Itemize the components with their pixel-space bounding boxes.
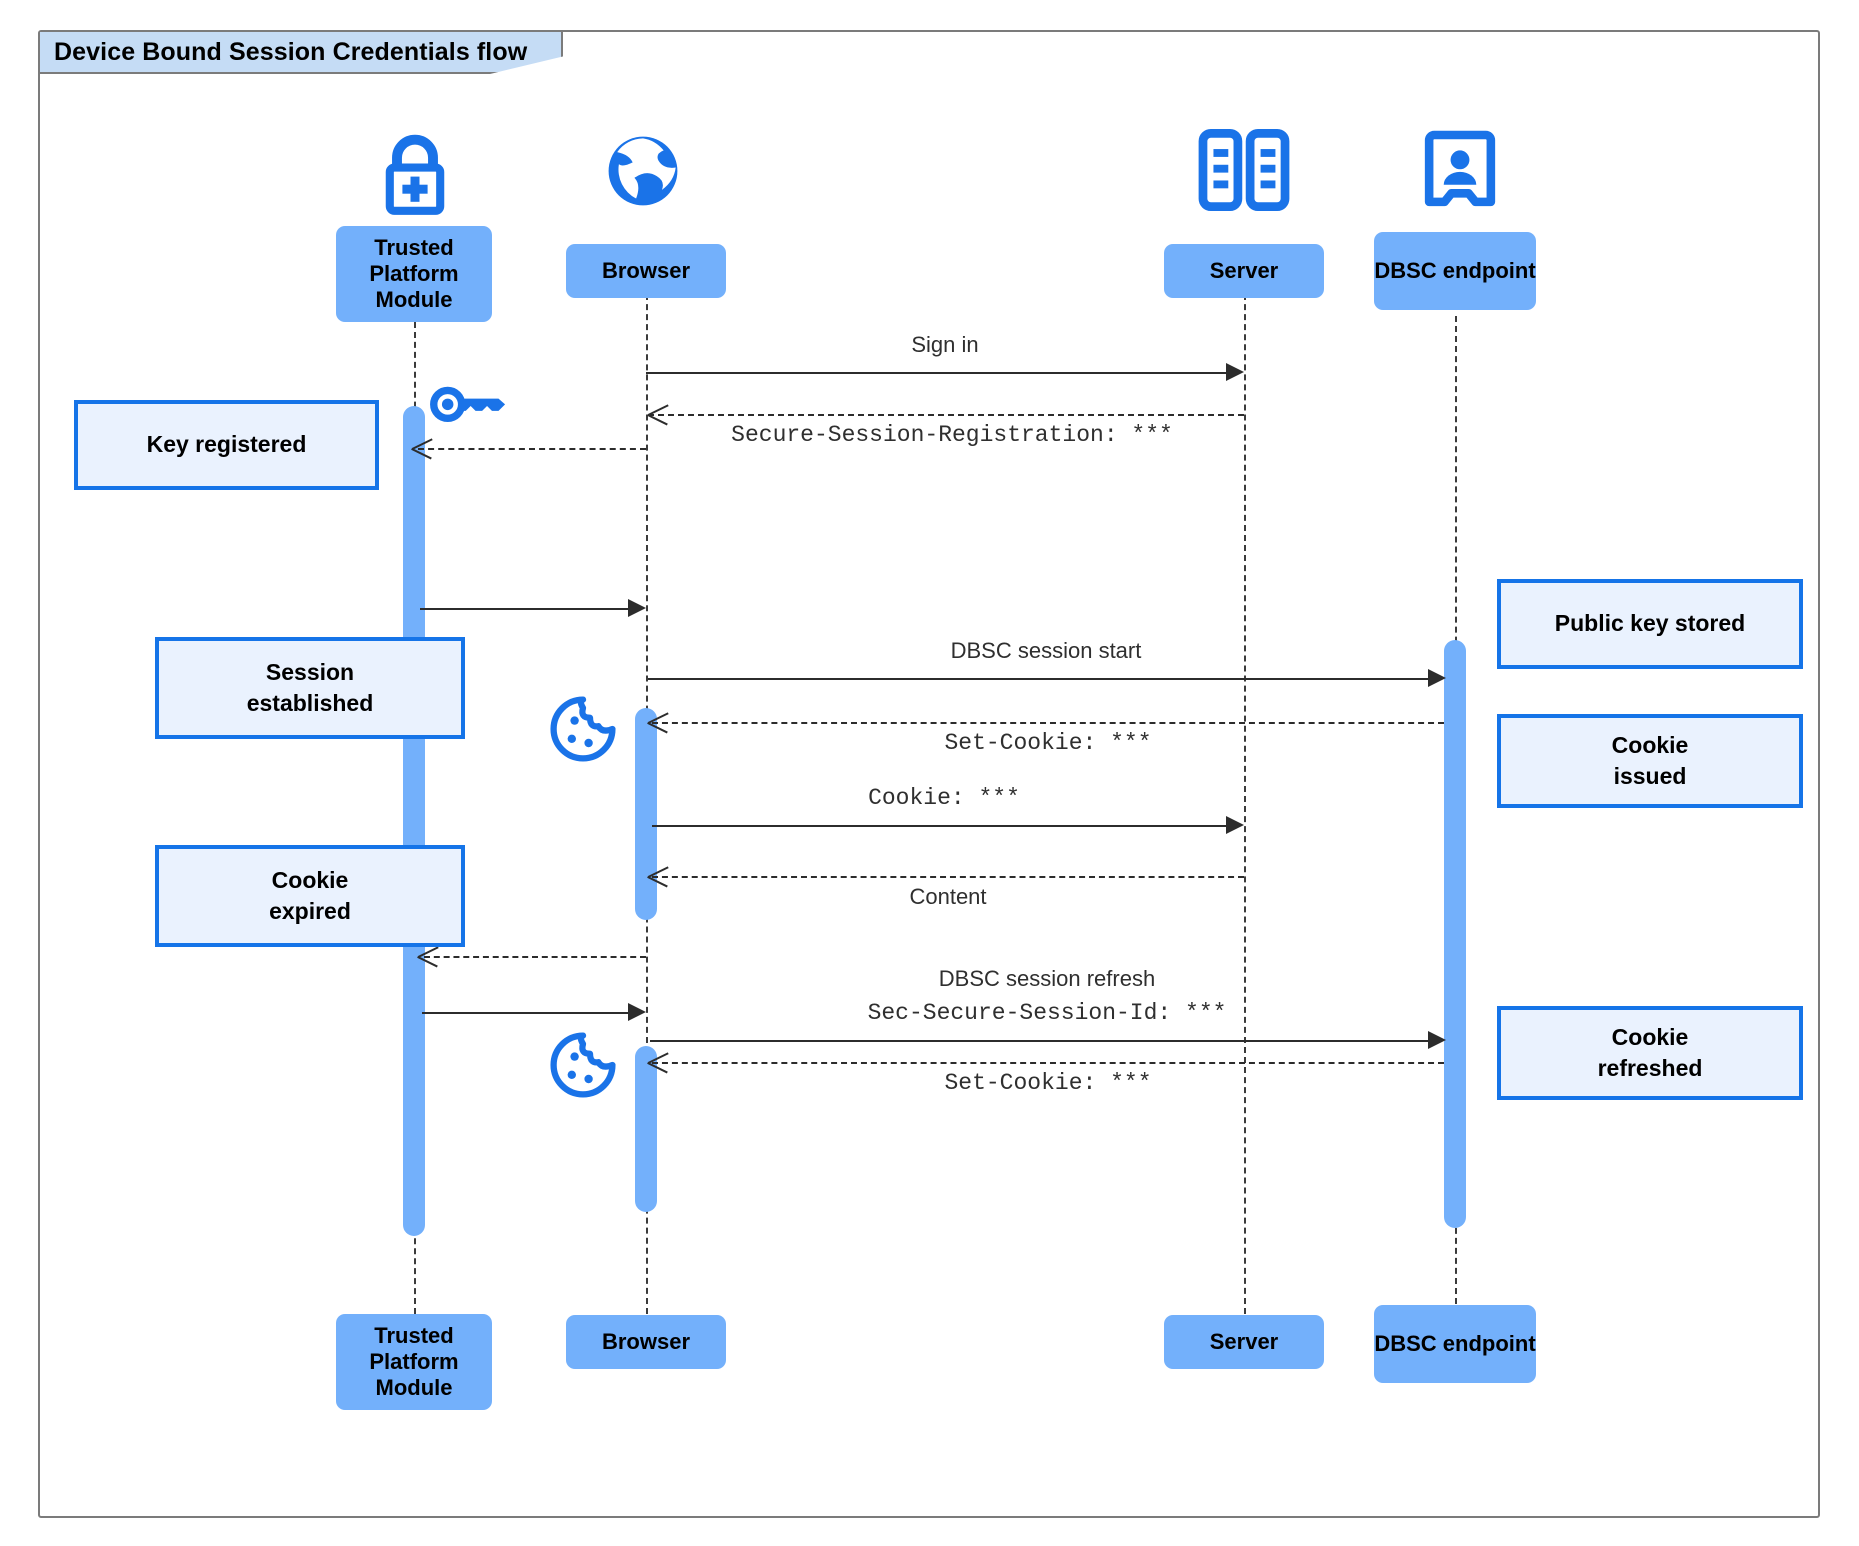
activation-browser-2	[635, 1046, 657, 1212]
note-public-key-stored: Public key stored	[1497, 579, 1803, 669]
arrowhead-tpm-to-browser-key	[628, 599, 646, 617]
arrowhead-set-cookie-1	[648, 712, 668, 732]
arrowhead-dbsc-session-start	[1428, 669, 1446, 687]
participant-label: Server	[1209, 258, 1279, 284]
arrowhead-browser-to-tpm-expire	[418, 946, 438, 966]
participant-bottom-server[interactable]: Server	[1164, 1315, 1324, 1369]
note-text-line2: refreshed	[1597, 1055, 1703, 1081]
lifeline-server	[1244, 284, 1246, 1314]
arrowhead-set-cookie-2	[648, 1052, 668, 1072]
arrowhead-register-key-to-tpm	[412, 438, 432, 458]
note-text-line1: Cookie	[271, 866, 349, 893]
note-cookie-expired: Cookie expired	[155, 845, 465, 947]
message-line-set-cookie-1	[652, 722, 1444, 724]
page-title: Device Bound Session Credentials flow	[54, 37, 528, 66]
message-label-set-cookie-1: Set-Cookie: ***	[944, 730, 1152, 756]
note-cookie-refreshed: Cookie refreshed	[1497, 1006, 1803, 1100]
id-badge-icon	[1424, 128, 1496, 214]
participant-top-browser[interactable]: Browser	[566, 244, 726, 298]
note-text-line1: Cookie	[1611, 731, 1689, 758]
arrowhead-tpm-to-browser-refresh	[628, 1003, 646, 1021]
note-text-line2: established	[246, 690, 374, 716]
message-label-dbsc-session-start: DBSC session start	[950, 638, 1142, 663]
arrowhead-dbsc-session-refresh	[1428, 1031, 1446, 1049]
participant-label: DBSC endpoint	[1374, 258, 1536, 284]
cookie-icon	[548, 1030, 618, 1100]
message-line-dbsc-session-refresh	[650, 1040, 1436, 1042]
message-line-tpm-to-browser-key	[420, 608, 636, 610]
note-text: Key registered	[146, 431, 307, 458]
participant-label: Browser	[601, 1329, 691, 1355]
arrowhead-cookie-request	[1226, 816, 1244, 834]
message-line-set-cookie-2	[652, 1062, 1444, 1064]
note-text-line1: Cookie	[1611, 1023, 1689, 1050]
note-key-registered: Key registered	[74, 400, 379, 490]
message-label-set-cookie-2: Set-Cookie: ***	[944, 1070, 1152, 1096]
message-line-register-key-to-tpm	[418, 448, 646, 450]
activation-dbsc	[1444, 640, 1466, 1228]
message-label-sign-in: Sign in	[911, 332, 979, 357]
server-rack-icon	[1196, 128, 1292, 212]
note-text: Public key stored	[1554, 610, 1746, 637]
participant-bottom-browser[interactable]: Browser	[566, 1315, 726, 1369]
lock-plus-icon	[370, 128, 460, 218]
message-line-content	[652, 876, 1244, 878]
key-icon	[428, 382, 510, 430]
message-label-dbsc-session-refresh: DBSC session refresh	[938, 966, 1156, 991]
note-cookie-issued: Cookie issued	[1497, 714, 1803, 808]
participant-bottom-dbsc[interactable]: DBSC endpoint	[1374, 1305, 1536, 1383]
frame-title-tab: Device Bound Session Credentials flow	[40, 32, 564, 74]
participant-label: Server	[1209, 1329, 1279, 1355]
message-label-content: Content	[909, 884, 987, 909]
message-line-secure-session-registration	[648, 414, 1244, 416]
note-session-established: Session established	[155, 637, 465, 739]
participant-label: Trusted Platform Module	[369, 1323, 459, 1400]
participant-top-tpm[interactable]: Trusted Platform Module	[336, 226, 492, 322]
activation-tpm	[403, 406, 425, 1236]
message-line-dbsc-session-start	[648, 678, 1436, 680]
participant-label: Browser	[601, 258, 691, 284]
message-line-browser-to-tpm-expire	[424, 956, 646, 958]
note-text-line2: issued	[1613, 763, 1687, 789]
note-text-line2: expired	[269, 898, 351, 924]
arrowhead-secure-session-registration	[648, 404, 668, 424]
participant-label: DBSC endpoint	[1374, 1331, 1536, 1357]
participant-top-server[interactable]: Server	[1164, 244, 1324, 298]
message-label-sec-secure-session-id: Sec-Secure-Session-Id: ***	[867, 1000, 1227, 1026]
globe-icon	[600, 128, 686, 214]
participant-bottom-tpm[interactable]: Trusted Platform Module	[336, 1314, 492, 1410]
participant-top-dbsc[interactable]: DBSC endpoint	[1374, 232, 1536, 310]
note-text-line1: Session	[265, 658, 355, 685]
participant-label: Trusted Platform Module	[369, 235, 459, 312]
cookie-icon	[548, 694, 618, 764]
arrowhead-content	[648, 866, 668, 886]
message-label-cookie-request: Cookie: ***	[868, 785, 1020, 811]
message-line-cookie-request	[652, 825, 1236, 827]
message-label-secure-session-registration: Secure-Session-Registration: ***	[731, 422, 1173, 448]
message-line-tpm-to-browser-refresh	[422, 1012, 636, 1014]
arrowhead-sign-in	[1226, 363, 1244, 381]
message-line-sign-in	[646, 372, 1236, 374]
